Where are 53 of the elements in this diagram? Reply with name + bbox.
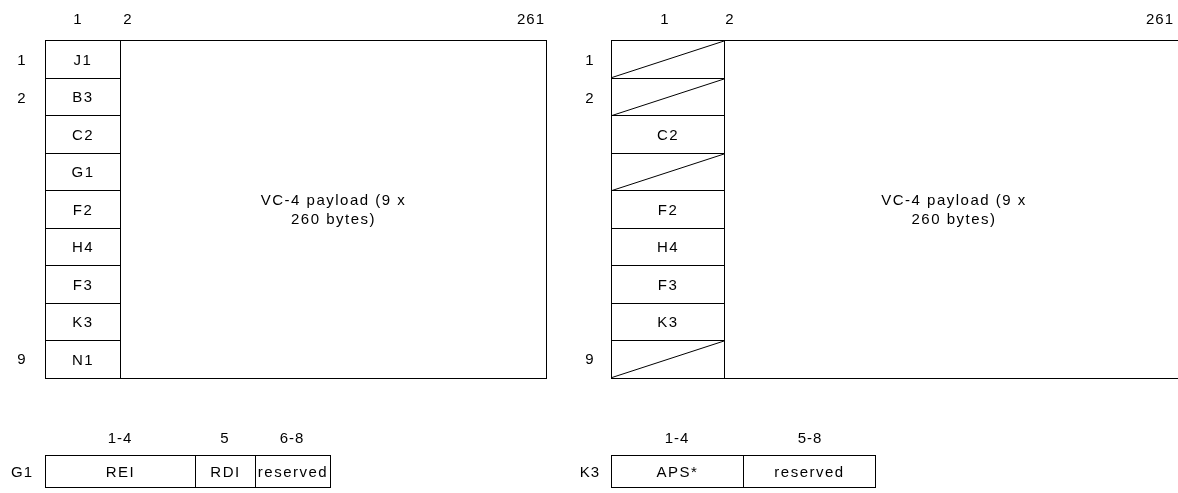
bit-number: 5 [220,428,230,446]
field-name: N1 [71,350,95,368]
byte-name: G1 [11,462,33,480]
overhead-byte [45,40,121,79]
field-name: F2 [72,200,94,218]
hatched-cell [611,340,725,379]
bit-field [743,455,876,488]
hatched-cell [611,40,725,79]
column-number: 261 [1146,9,1174,27]
field-name: C2 [656,125,680,143]
column-number: 1 [73,9,83,27]
field-name: K3 [72,313,94,331]
field-name: H4 [656,238,680,256]
field-name: reserved [774,463,845,480]
column-number: 2 [123,9,133,27]
bit-field [611,455,744,488]
payload-label: VC-4 payload (9 x 260 bytes) [880,190,1028,229]
row-number: 1 [17,50,27,68]
field-name: J1 [73,50,93,68]
field-name: REI [105,463,136,480]
overhead-byte [45,340,121,379]
column-number: 2 [725,9,735,27]
field-name: C2 [71,125,95,143]
field-name: G1 [71,163,95,181]
field-name: F2 [657,200,679,218]
field-name: APS* [656,463,699,480]
bit-field [45,455,196,488]
hatched-cell [611,77,725,116]
bit-number: 6-8 [279,428,305,446]
row-number: 2 [585,88,595,106]
row-number: 2 [17,88,27,106]
bit-field [255,455,331,488]
field-name: F3 [72,275,94,293]
bit-number: 1-4 [664,428,690,446]
row-number: 9 [585,349,595,367]
bit-number: 1-4 [107,428,133,446]
bit-number: 5-8 [797,428,823,446]
bit-field [195,455,256,488]
payload-area [120,40,547,379]
field-name: H4 [71,238,95,256]
payload-label: VC-4 payload (9 x 260 bytes) [259,190,408,229]
field-name: reserved [257,463,329,480]
field-name: K3 [657,313,679,331]
hatched-cell [611,152,725,191]
payload-area [724,40,1178,379]
row-number: 1 [585,50,595,68]
row-number: 9 [17,349,27,367]
column-number: 1 [660,9,670,27]
field-name: F3 [657,275,679,293]
field-name: B3 [72,88,94,106]
column-number: 261 [517,9,545,27]
byte-name: K3 [579,462,601,480]
field-name: RDI [210,463,241,480]
